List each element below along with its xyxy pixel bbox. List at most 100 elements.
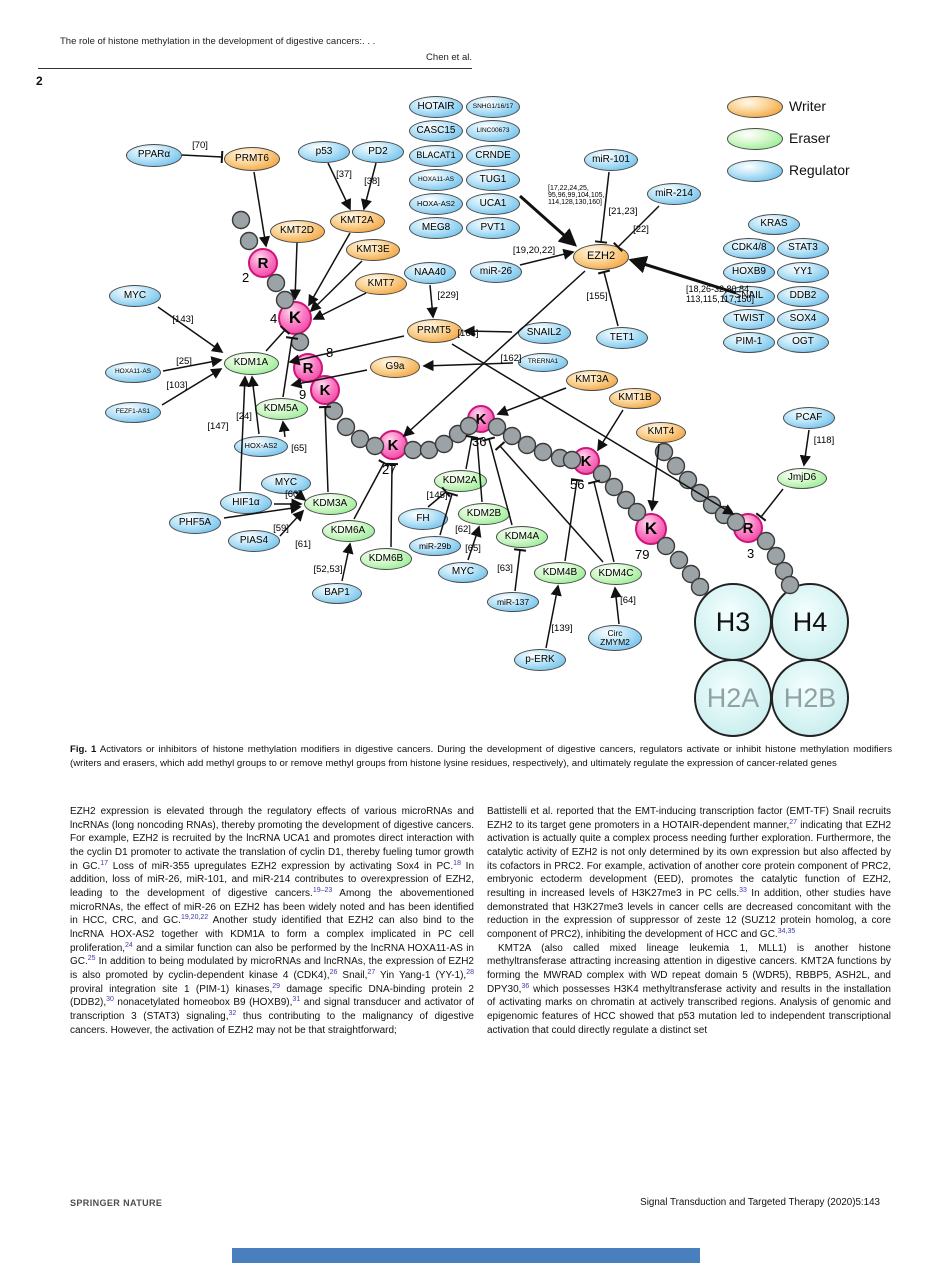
legend-swatch-regulator [727,160,783,182]
citation-label: [103] [166,380,188,391]
node-casc15: CASC15 [409,120,463,142]
node-kmt7: KMT7 [355,273,407,295]
citation-label: [60] [285,489,301,500]
node-pim1: PIM-1 [723,331,775,353]
body-paragraph: Battistelli et al. reported that the EMT… [487,806,892,940]
reference-superscript: 32 [228,1009,237,1017]
body-column-right: Battistelli et al. reported that the EMT… [487,805,891,1037]
node-phf5a: PHF5A [169,512,221,534]
histone-h4: H4 [771,583,849,661]
node-pvt1: PVT1 [466,217,520,239]
reference-superscript: 30 [106,996,114,1004]
node-linc00673: LINC00673 [466,120,520,142]
reference-superscript: 27 [789,818,798,826]
node-mir137: miR-137 [487,592,539,612]
node-kdm6a: KDM6A [321,520,375,542]
figure-caption-label: Fig. 1 [70,744,97,755]
node-sox4: SOX4 [777,308,829,330]
node-cdk48: CDK4/8 [723,237,775,259]
node-kras: KRAS [748,213,800,235]
node-myc1: MYC [109,285,161,307]
node-uca1: UCA1 [466,193,520,215]
citation-label: [143] [172,314,194,325]
citation-label: [22] [633,224,649,235]
reference-superscript: 33 [739,886,747,894]
node-ogt: OGT [777,331,829,353]
node-kmt3a: KMT3A [566,369,618,391]
residue-number-K56: 56 [570,477,585,492]
figure-caption-text: Activators or inhibitors of histone meth… [70,744,892,769]
node-kdm6b: KDM6B [360,548,412,570]
reference-superscript: 24 [125,941,133,949]
histone-h3: H3 [694,583,772,661]
reference-superscript: 25 [87,955,96,963]
residue-number-K27: 27 [382,462,397,477]
node-hoxa11as-top: HOXA11-AS [409,169,463,191]
node-kmt3e: KMT3E [346,239,400,261]
publisher-logo-text: SPRINGER NATURE [70,1198,163,1208]
citation-label: [65] [465,543,481,554]
reference-superscript: 28 [466,968,475,976]
citation-label: [118] [813,435,835,446]
residue-K56: K [572,447,600,475]
node-hoxb9: HOXB9 [723,261,775,283]
residue-number-K36: 36 [472,434,487,449]
citation-label: [139] [551,623,573,634]
citation-label: [162] [500,353,522,364]
node-kdm5a: KDM5A [254,398,308,420]
node-yy1: YY1 [777,261,829,283]
body-paragraph: KMT2A (also called mixed lineage leukemi… [487,942,891,1036]
citation-label: [70] [192,140,208,151]
node-hoxas2: HOX-AS2 [234,435,288,457]
reference-superscript: 31 [292,996,301,1004]
node-ppara: PPARα [126,143,182,167]
node-kdm2b: KDM2B [458,503,510,525]
node-hoxaas2: HOXA-AS2 [409,193,463,215]
reference-superscript: 17 [100,859,109,867]
citation-label: [147] [207,421,229,432]
running-head-title: The role of histone methylation in the d… [60,36,376,47]
node-hotair: HOTAIR [409,96,463,118]
node-tug1: TUG1 [466,169,520,191]
residue-number-R2: 2 [242,270,250,285]
residue-number-R3: 3 [747,546,755,561]
node-g9a: G9a [370,356,420,378]
node-fh: FH [398,508,448,530]
node-perk: p-ERK [514,649,566,671]
node-kdm3a: KDM3A [303,493,357,515]
citation-label: [59] [273,523,289,534]
figure-caption: Fig. 1 Activators or inhibitors of histo… [70,743,892,770]
node-pd2: PD2 [352,141,404,163]
node-kmt2a: KMT2A [329,209,385,233]
node-mir29b: miR-29b [409,536,461,556]
citation-label: [163] [457,328,479,339]
node-mir214: miR-214 [647,183,701,205]
residue-number-R8: 8 [326,345,334,360]
citation-label: [64] [620,595,636,606]
citation-label: [18,26-32,80,84, 113,115,117,150] [686,284,755,304]
node-tet1: TET1 [596,327,648,349]
reference-superscript: 19–23 [312,886,333,894]
node-kmt4: KMT4 [636,421,686,443]
node-myc2: MYC [261,472,311,494]
histone-h2b: H2B [771,659,849,737]
residue-number-K9: 9 [299,387,307,402]
node-pias4: PIAS4 [228,530,280,552]
histone-h2a: H2A [694,659,772,737]
legend-swatch-eraser [727,128,783,150]
legend-label-eraser: Eraser [789,130,831,146]
residue-K9: K [310,375,340,405]
citation-label: [25] [176,356,192,367]
node-kdm1a: KDM1A [223,351,279,375]
reference-superscript: 36 [521,982,530,990]
reference-superscript: 29 [272,982,281,990]
residue-number-K79: 79 [635,547,650,562]
citation-label: [65] [291,443,307,454]
node-prmt6: PRMT6 [224,147,280,171]
legend-swatch-writer [727,96,783,118]
citation-label: [229] [437,290,459,301]
citation-label: [61] [295,539,311,550]
node-p53: p53 [298,141,350,163]
